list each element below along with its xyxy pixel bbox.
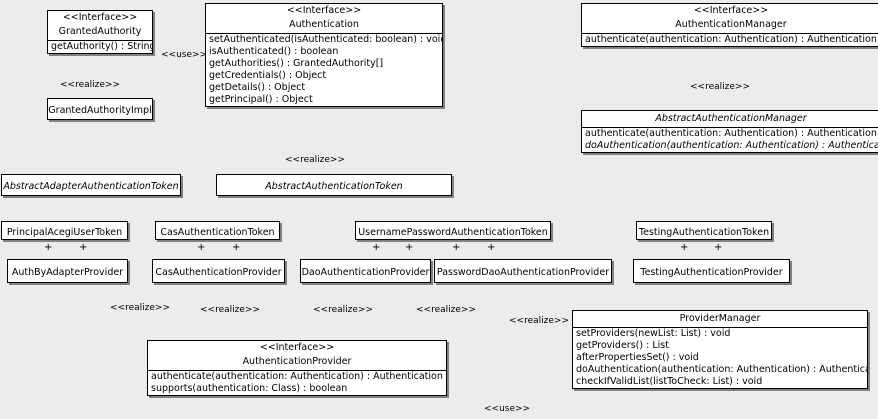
- edge-label-use: <<use>>: [484, 404, 531, 414]
- class-name: GrantedAuthorityImpl: [48, 105, 152, 117]
- association-multiplicity-plus: +: [452, 242, 461, 253]
- class-authentication[interactable]: <<Interface>> Authentication setAuthenti…: [205, 3, 443, 107]
- class-header: <<Interface>> GrantedAuthority: [48, 11, 152, 40]
- class-name: UsernamePasswordAuthenticationToken: [358, 226, 548, 238]
- class-header: <<Interface>> Authentication: [206, 4, 442, 33]
- association-multiplicity-plus: +: [79, 242, 88, 253]
- method-item: getPrincipal() : Object: [209, 93, 313, 105]
- class-cas-authentication-token[interactable]: CasAuthenticationToken: [155, 221, 280, 240]
- class-name: CasAuthenticationProvider: [155, 267, 282, 279]
- class-abstract-authentication-token[interactable]: AbstractAuthenticationToken: [216, 174, 452, 196]
- class-name: GrantedAuthority: [58, 25, 142, 37]
- method-item: authenticate(authentication: Authenticat…: [585, 33, 877, 45]
- class-header: <<Interface>> AuthenticationProvider: [148, 341, 446, 370]
- association-multiplicity-plus: +: [232, 242, 241, 253]
- association-multiplicity-plus: +: [714, 242, 723, 253]
- method-item: doAuthentication(authentication: Authent…: [585, 139, 878, 151]
- class-name: PrincipalAcegiUserToken: [6, 226, 123, 238]
- methods-compartment: setProviders(newList: List) : void getPr…: [573, 326, 867, 388]
- method-item: doAuthentication(authentication: Authent…: [576, 363, 867, 375]
- association-multiplicity-plus: +: [44, 242, 53, 253]
- class-principal-acegi-user-token[interactable]: PrincipalAcegiUserToken: [1, 221, 128, 240]
- class-auth-by-adapter-provider[interactable]: AuthByAdapterProvider: [7, 259, 128, 283]
- method-item: getAuthorities() : GrantedAuthority[]: [209, 57, 384, 69]
- class-granted-authority[interactable]: <<Interface>> GrantedAuthority getAuthor…: [47, 10, 153, 54]
- association-multiplicity-plus: +: [487, 242, 496, 253]
- edge-label-realize: <<realize>>: [509, 316, 569, 326]
- edge-label-realize: <<realize>>: [110, 303, 170, 313]
- method-item: getAuthority() : String: [51, 40, 152, 52]
- class-username-password-authentication-token[interactable]: UsernamePasswordAuthenticationToken: [355, 221, 551, 240]
- class-cas-authentication-provider[interactable]: CasAuthenticationProvider: [152, 259, 285, 283]
- class-name: TestingAuthenticationToken: [638, 226, 770, 238]
- method-item: setAuthenticated(isAuthenticated: boolea…: [209, 33, 442, 45]
- association-multiplicity-plus: +: [197, 242, 206, 253]
- methods-compartment: authenticate(authentication: Authenticat…: [148, 369, 446, 395]
- association-multiplicity-plus: +: [372, 242, 381, 253]
- method-item: getDetails() : Object: [209, 81, 306, 93]
- class-name: DaoAuthenticationProvider: [301, 267, 430, 279]
- edge-label-realize: <<realize>>: [313, 305, 373, 315]
- methods-compartment: getAuthority() : String: [48, 39, 152, 53]
- class-name: PasswordDaoAuthenticationProvider: [436, 267, 610, 279]
- method-item: afterPropertiesSet() : void: [576, 351, 699, 363]
- methods-compartment: authenticate(authentication: Authenticat…: [582, 126, 878, 152]
- class-name: AuthenticationManager: [675, 18, 787, 30]
- method-item: isAuthenticated() : boolean: [209, 45, 339, 57]
- class-testing-authentication-provider[interactable]: TestingAuthenticationProvider: [633, 259, 790, 283]
- method-item: getCredentials() : Object: [209, 69, 327, 81]
- method-item: checkIfValidList(listToCheck: List) : vo…: [576, 375, 763, 387]
- stereotype-label: <<Interface>>: [259, 342, 335, 353]
- class-name: AbstractAuthenticationToken: [265, 181, 403, 193]
- methods-compartment: setAuthenticated(isAuthenticated: boolea…: [206, 32, 442, 106]
- class-name: CasAuthenticationToken: [160, 226, 275, 238]
- class-testing-authentication-token[interactable]: TestingAuthenticationToken: [636, 221, 772, 240]
- class-dao-authentication-provider[interactable]: DaoAuthenticationProvider: [300, 259, 431, 283]
- stereotype-label: <<Interface>>: [286, 5, 362, 16]
- edge-label-realize: <<realize>>: [60, 80, 120, 90]
- method-item: supports(authentication: Class) : boolea…: [151, 382, 348, 394]
- edge-label-use: <<use>>: [161, 50, 208, 60]
- class-provider-manager[interactable]: ProviderManager setProviders(newList: Li…: [572, 310, 868, 389]
- class-header: AbstractAuthenticationManager: [582, 111, 878, 127]
- edge-label-realize: <<realize>>: [200, 305, 260, 315]
- class-name: AuthenticationProvider: [242, 355, 352, 367]
- method-item: setProviders(newList: List) : void: [576, 327, 731, 339]
- class-name: ProviderManager: [679, 313, 761, 324]
- class-name: AuthByAdapterProvider: [11, 267, 124, 279]
- association-multiplicity-plus: +: [680, 242, 689, 253]
- class-granted-authority-impl[interactable]: GrantedAuthorityImpl: [47, 98, 153, 120]
- class-authentication-manager[interactable]: <<Interface>> AuthenticationManager auth…: [581, 3, 878, 47]
- class-header: <<Interface>> AuthenticationManager: [582, 4, 878, 33]
- edge-label-realize: <<realize>>: [416, 305, 476, 315]
- method-item: authenticate(authentication: Authenticat…: [585, 127, 877, 139]
- method-item: authenticate(authentication: Authenticat…: [151, 370, 443, 382]
- class-name: TestingAuthenticationProvider: [640, 267, 783, 279]
- methods-compartment: authenticate(authentication: Authenticat…: [582, 32, 878, 46]
- edge-label-realize: <<realize>>: [690, 82, 750, 92]
- association-multiplicity-plus: +: [405, 242, 414, 253]
- stereotype-label: <<Interface>>: [62, 12, 138, 23]
- class-abstract-authentication-manager[interactable]: AbstractAuthenticationManager authentica…: [581, 110, 878, 153]
- class-authentication-provider[interactable]: <<Interface>> AuthenticationProvider aut…: [147, 340, 447, 396]
- method-item: getProviders() : List: [576, 339, 669, 351]
- class-abstract-adapter-authentication-token[interactable]: AbstractAdapterAuthenticationToken: [1, 174, 181, 196]
- class-header: ProviderManager: [573, 311, 867, 327]
- class-name: Authentication: [289, 18, 359, 30]
- edge-label-realize: <<realize>>: [285, 155, 345, 165]
- class-password-dao-authentication-provider[interactable]: PasswordDaoAuthenticationProvider: [434, 259, 612, 283]
- class-name: AbstractAdapterAuthenticationToken: [3, 181, 179, 193]
- stereotype-label: <<Interface>>: [693, 5, 769, 16]
- class-name: AbstractAuthenticationManager: [655, 113, 807, 124]
